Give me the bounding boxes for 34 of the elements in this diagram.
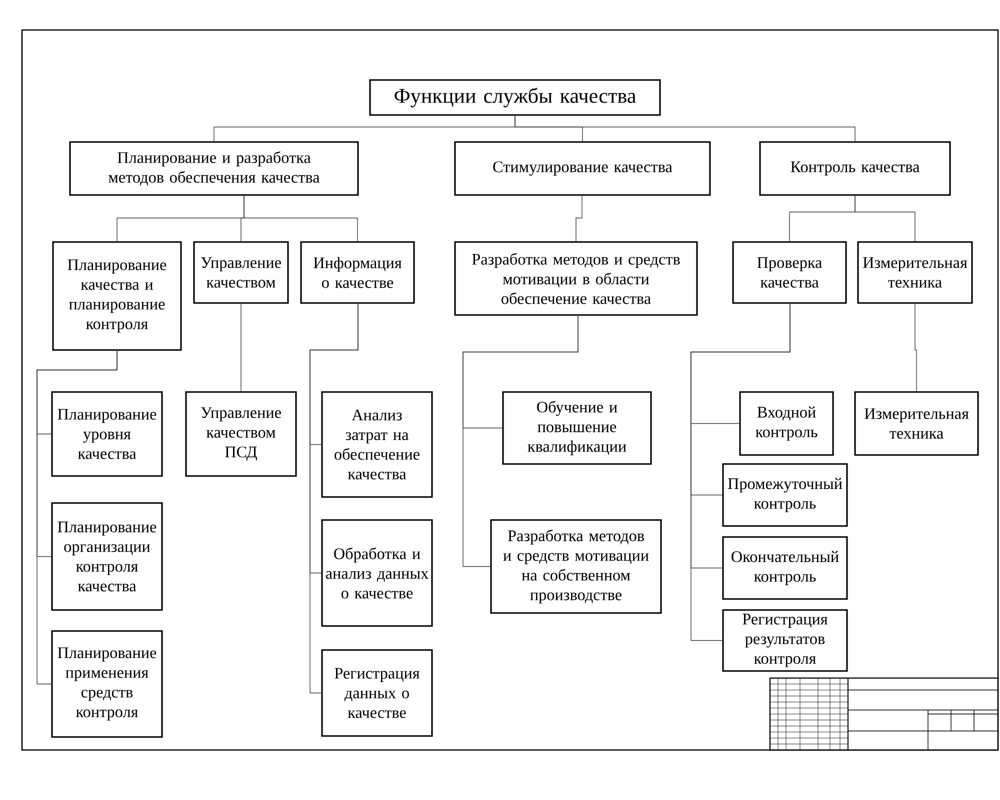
function-box: Регистрация данных о качестве: [321, 649, 433, 737]
function-box: Контроль качества: [759, 141, 951, 196]
connector-line: [690, 302, 790, 641]
connector-line: [310, 302, 358, 694]
function-box: Разработка методов и средств мотивации на собственном производстве: [490, 519, 662, 614]
function-box: Управление качеством ПСД: [185, 391, 297, 477]
connector-line: [914, 302, 917, 392]
function-box: Измерительная техника: [857, 241, 973, 304]
connector-line: [514, 114, 856, 142]
function-box: Планирование организации контроля качества: [51, 502, 163, 611]
function-box: Разработка методов и средств мотивации в области обеспечение качества: [454, 241, 698, 316]
function-box: Обучение и повышение квалификации: [502, 391, 652, 465]
function-box: Функции службы качества: [369, 79, 661, 116]
function-box: Планирование и разработка методов обеспечения качества: [69, 141, 359, 196]
connector-line: [36, 350, 118, 684]
function-box: Анализ затрат на обеспечение качества: [321, 391, 433, 498]
function-box: Промежуточный контроль: [722, 463, 848, 527]
function-box: Измерительная техника: [854, 391, 979, 456]
connector-line: [462, 314, 578, 567]
function-box: Планирование уровня качества: [51, 391, 163, 477]
function-box: Окончательный контроль: [722, 536, 848, 600]
function-box: Регистрация результатов контроля: [722, 609, 848, 672]
function-box: Входной контроль: [739, 391, 834, 456]
function-box: Планирование качества и планирование контроля: [52, 241, 182, 351]
connector-line: [240, 302, 242, 392]
function-box: Информация о качестве: [300, 241, 415, 304]
function-box: Стимулирование качества: [454, 141, 711, 196]
function-box: Планирование применения средств контроля: [51, 630, 163, 738]
connector-line: [854, 194, 916, 242]
function-box: Управление качеством: [193, 241, 289, 304]
function-box: Обработка и анализ данных о качестве: [321, 519, 433, 627]
connector-line: [576, 194, 582, 242]
function-box: Проверка качества: [732, 241, 847, 304]
connector-line: [244, 194, 358, 242]
